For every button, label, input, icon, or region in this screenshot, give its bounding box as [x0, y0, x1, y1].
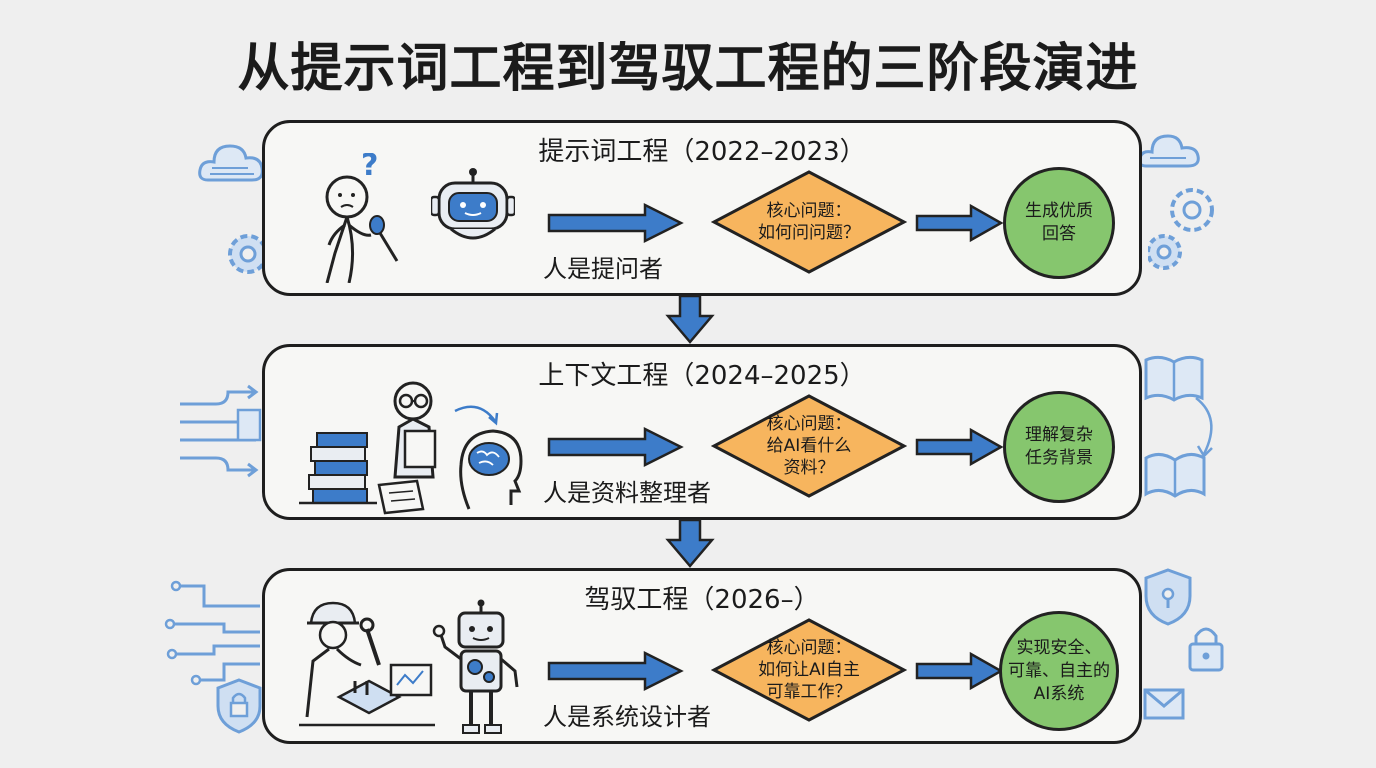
cloud-icon [198, 144, 264, 182]
outcome-circle: 理解复杂 任务背景 [1003, 391, 1115, 503]
svg-text:?: ? [361, 153, 378, 183]
head-brain-icon [454, 405, 523, 510]
role-label: 人是资料整理者 [543, 479, 711, 507]
question-line: 如何问问题？ [758, 223, 860, 243]
down-arrow [665, 294, 715, 344]
question-line: 给AI看什么 [766, 436, 852, 456]
engineer-with-control-panel-icon [299, 601, 435, 727]
stage-title: 提示词工程（2022–2023） [538, 137, 866, 167]
lock-icon [1188, 627, 1224, 672]
stage-prompt-engineering: 提示词工程（2022–2023） ? 人是提问者 核心问题： 如何问问题？ [262, 120, 1142, 296]
shield-icon [1144, 568, 1192, 626]
question-line: 资料？ [783, 458, 835, 478]
role-label: 人是系统设计者 [543, 703, 711, 731]
robot-icon [431, 168, 515, 240]
outcome-line: 生成优质 [1025, 201, 1093, 221]
robot-with-wrench-icon [432, 599, 519, 734]
cloud-icon [1138, 134, 1200, 168]
book-icon [1144, 355, 1204, 402]
questioner-with-microphone-icon: ? [325, 153, 399, 283]
outcome-circle: 生成优质 回答 [1003, 167, 1115, 279]
stage-harness-engineering: 驾驭工程（2026–） 人是系统设计者 核 [262, 568, 1142, 744]
outcome-line: AI系统 [1033, 683, 1085, 704]
question-line: 核心问题： [766, 638, 852, 658]
book-icon [1144, 453, 1206, 498]
question-line: 核心问题： [766, 414, 852, 434]
outcome-line: 实现安全、 [1016, 637, 1102, 658]
outcome-circle: 实现安全、 可靠、自主的 AI系统 [999, 611, 1119, 731]
flow-arrow [915, 203, 1004, 243]
stage-context-engineering: 上下文工程（2024–2025） 人是资料整理者 核心问题： 给AI看什么 资料… [262, 344, 1142, 520]
question-line: 如何让AI自主 [758, 660, 860, 680]
organizer-with-books-icon [299, 381, 437, 515]
stage-title: 上下文工程（2024–2025） [538, 361, 866, 391]
role-label: 人是提问者 [543, 255, 663, 283]
core-question-diamond: 核心问题： 给AI看什么 资料？ [710, 393, 908, 499]
flow-arrow [547, 650, 684, 692]
flow-arrow [547, 426, 684, 468]
question-line: 核心问题： [766, 201, 852, 221]
core-question-diamond: 核心问题： 如何问问题？ [710, 169, 908, 275]
flow-arrow [915, 427, 1004, 467]
flow-arrow [915, 651, 1004, 691]
outcome-line: 任务背景 [1025, 448, 1093, 468]
curved-arrow-icon [1195, 397, 1213, 459]
page-title: 从提示词工程到驾驭工程的三阶段演进 [237, 39, 1139, 99]
outcome-line: 可靠、自主的 [1008, 660, 1110, 681]
mail-icon [1143, 688, 1185, 720]
outcome-line: 回答 [1042, 224, 1076, 244]
flow-arrow [547, 202, 684, 244]
down-arrow [665, 518, 715, 568]
circuit-icon [164, 580, 260, 686]
core-question-diamond: 核心问题： 如何让AI自主 可靠工作？ [710, 617, 908, 723]
shield-lock-icon [216, 678, 262, 734]
data-stream-icon [180, 384, 262, 478]
gear-icon [1148, 188, 1214, 270]
outcome-line: 理解复杂 [1025, 425, 1093, 445]
stage-title: 驾驭工程（2026–） [584, 585, 820, 615]
question-line: 可靠工作？ [766, 682, 852, 702]
